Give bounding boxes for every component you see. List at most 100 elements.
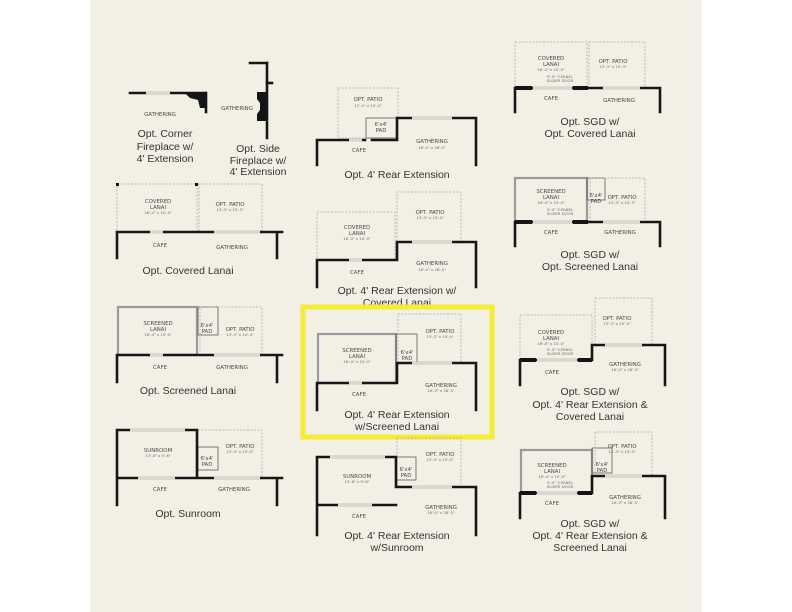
room-label-patio: OPT. PATIO	[603, 316, 632, 322]
plan-caption: Fireplace w/	[230, 155, 287, 167]
room-label-lanai: LANAI	[150, 205, 167, 211]
pad-outline	[591, 447, 613, 474]
plan-caption: Screened Lanai	[553, 542, 627, 554]
room-label-gathering: GATHERING	[609, 362, 641, 368]
pad-label: 6'x4'	[399, 467, 412, 473]
room-dimension: 13'-3" x 10'-0"	[416, 215, 444, 220]
plan-rear-extension[interactable]: OPT. PATIO 12'-0" x 10'-0" 6'x4' PAD GAT…	[315, 87, 478, 181]
plan-sgd-rear-extension-screened-lanai[interactable]: SCREENED LANAI 16'-4" x 10'-0" 9'-0" 3-P…	[518, 431, 667, 554]
room-label-gathering: GATHERING	[425, 505, 457, 511]
plan-caption: Opt. SGD w/	[561, 116, 620, 128]
wall-segment	[573, 220, 588, 224]
wall-segment	[578, 358, 592, 362]
wall	[518, 474, 667, 520]
room-dimension: 12'-0" x 10'-0"	[354, 103, 382, 108]
plan-caption: Opt. 4' Rear Extension &	[532, 530, 647, 542]
room-label-patio: OPT. PATIO	[416, 210, 445, 216]
room-label-lanai: LANAI	[543, 62, 560, 68]
room-label-lanai: SCREENED	[342, 348, 371, 354]
room-label-patio: OPT. PATIO	[354, 97, 383, 103]
plan-sgd-rear-extension-covered-lanai[interactable]: COVERED LANAI 16'-8" x 10'-0" 9'-0" 3-PA…	[518, 297, 667, 423]
room-label-gathering: GATHERING	[603, 98, 635, 104]
room-label-gathering: GATHERING	[216, 365, 248, 371]
plan-caption: Opt. Corner	[138, 128, 193, 140]
room-label-patio: OPT. PATIO	[226, 327, 255, 333]
plan-rear-extension-sunroom[interactable]: SUNROOM 13'-8" x 9'-8" 6'x4' PAD OPT. PA…	[315, 437, 478, 554]
plan-caption: 4' Extension	[230, 166, 287, 178]
room-dimension: 16'-8" x 10'-0"	[537, 341, 565, 346]
room-label-lanai: COVERED	[344, 225, 370, 231]
plan-sunroom[interactable]: SUNROOM 13'-8" x 9'-8" 6'x4' PAD OPT. PA…	[115, 428, 284, 520]
room-label-gathering: GATHERING	[416, 261, 448, 267]
room-dimension: 16'-0" x 28'-5"	[611, 500, 639, 505]
room-label-lanai: SCREENED	[537, 463, 566, 469]
wall-segment	[578, 491, 592, 495]
plan-side-fireplace[interactable]: GATHERING Opt. Side Fireplace w/ 4' Exte…	[221, 61, 287, 178]
room-label-lanai: LANAI	[543, 195, 560, 201]
wall-segment	[515, 86, 532, 90]
pad-label: PAD	[401, 473, 412, 479]
plan-caption: Opt. Screened Lanai	[542, 261, 638, 273]
door-label: 9'-0" 3-PANEL	[547, 207, 574, 212]
room-label-gathering: GATHERING	[144, 112, 176, 118]
room-label-cafe: CAFE	[153, 365, 168, 371]
door-label: SLIDER DOOR	[547, 78, 574, 83]
pad-label: PAD	[591, 199, 602, 205]
column	[116, 183, 119, 186]
plan-caption: Opt. Sunroom	[155, 508, 221, 520]
plan-sgd-screened-lanai[interactable]: SCREENED LANAI 16'-4" x 10'-0" 9'-0" 3-P…	[513, 176, 662, 273]
room-dimension: 13'-3" x 10'-0"	[608, 449, 636, 454]
room-label-gathering: GATHERING	[416, 139, 448, 145]
plan-rear-extension-screened-lanai[interactable]: SCREENED LANAI 16'-4" x 10'-0" 6'x4' PAD…	[300, 304, 495, 440]
room-dimension: 16'-4" x 10'-0"	[537, 67, 565, 72]
patio-outline	[594, 297, 653, 346]
plan-covered-lanai[interactable]: COVERED LANAI 16'-4" x 10'-0" OPT. PATIO…	[115, 183, 284, 277]
room-label-lanai: LANAI	[150, 327, 167, 333]
wall	[315, 361, 478, 412]
room-label-cafe: CAFE	[350, 270, 365, 276]
pad-label: 6'x4'	[374, 122, 387, 128]
pad-label: PAD	[597, 468, 608, 474]
door-label: 9'-0" 3-PANEL	[547, 347, 574, 352]
room-label-gathering: GATHERING	[216, 245, 248, 251]
room-label-patio: OPT. PATIO	[608, 444, 637, 450]
plan-corner-fireplace[interactable]: GATHERING Opt. Corner Fireplace w/ 4' Ex…	[128, 91, 208, 165]
pad-label: PAD	[402, 356, 413, 362]
pad-outline	[586, 177, 606, 201]
column	[195, 183, 198, 186]
plan-caption: Opt. Screened Lanai	[140, 385, 236, 397]
room-dimension: 13'-3" x 10'-0"	[426, 334, 454, 339]
room-dimension: 13'-8" x 9'-8"	[344, 479, 369, 484]
room-label-lanai: COVERED	[538, 330, 564, 336]
door-label: 9'-0" 3-PANEL	[547, 74, 574, 79]
room-label-gathering: GATHERING	[221, 106, 253, 112]
plan-sgd-covered-lanai[interactable]: COVERED LANAI 16'-4" x 10'-0" 9'-0" 3-PA…	[513, 41, 662, 140]
wall-segment	[520, 491, 536, 495]
room-label-sunroom: SUNROOM	[343, 474, 372, 480]
plan-caption: w/Sunroom	[369, 542, 423, 554]
room-dimension: 13'-3" x 10'-0"	[426, 457, 454, 462]
room-label-patio: OPT. PATIO	[426, 329, 455, 335]
wall	[518, 343, 667, 387]
door-label: SLIDER DOOR	[547, 211, 574, 216]
room-dimension: 16'-0" x 28'-5"	[611, 367, 639, 372]
door-label: SLIDER DOOR	[547, 484, 574, 489]
wall-segment	[520, 358, 536, 362]
room-label-patio: OPT. PATIO	[599, 59, 628, 65]
room-label-gathering: GATHERING	[218, 487, 250, 493]
room-dimension: 13'-3" x 10'-0"	[226, 449, 254, 454]
plan-screened-lanai[interactable]: SCREENED LANAI 16'-4" x 10'-0" 6'x4' PAD…	[115, 305, 284, 397]
room-label-cafe: CAFE	[153, 243, 168, 249]
plan-caption: Opt. Side	[236, 143, 280, 155]
plan-caption: Opt. SGD w/	[561, 386, 620, 398]
plan-caption: Opt. SGD w/	[561, 518, 620, 530]
room-label-lanai: LANAI	[349, 354, 366, 360]
plan-caption: Opt. Covered Lanai	[142, 265, 233, 277]
pad-label: 6'x4'	[589, 193, 602, 199]
plan-caption: Opt. 4' Rear Extension w/	[338, 285, 457, 297]
room-label-gathering: GATHERING	[425, 383, 457, 389]
plan-caption: w/Screened Lanai	[354, 421, 439, 433]
room-label-patio: OPT. PATIO	[608, 195, 637, 201]
